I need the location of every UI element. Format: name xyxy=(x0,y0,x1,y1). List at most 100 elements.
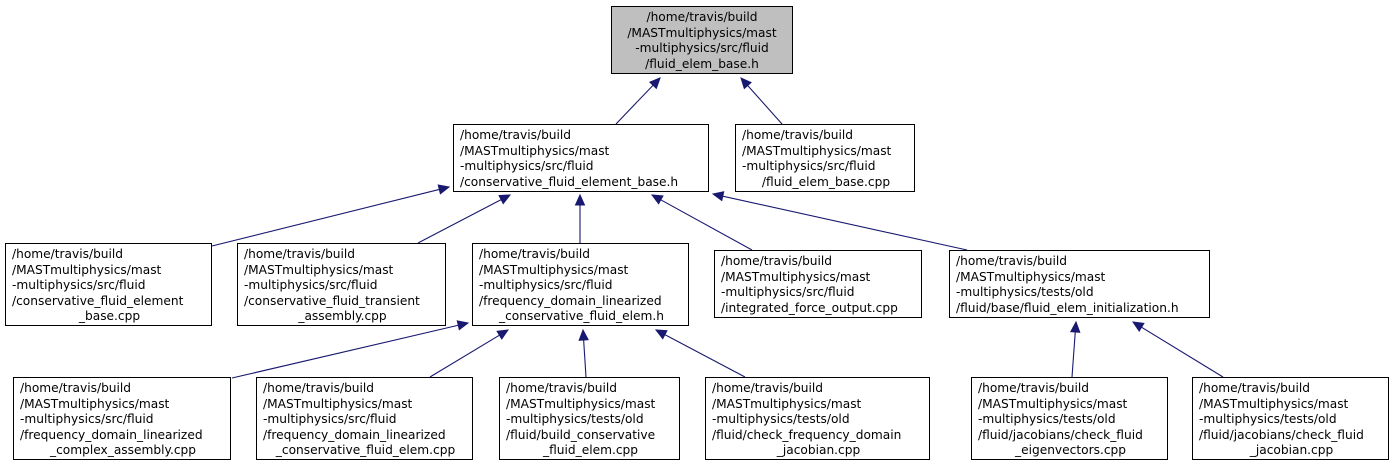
node-line: /MASTmultiphysics/mast xyxy=(956,269,1106,284)
edge-line xyxy=(417,199,502,244)
edge-fdlcfe-h-to-fdlcfe-cpp xyxy=(429,329,510,378)
arrowhead-icon xyxy=(496,329,510,340)
node-line: /fluid/build_conservative xyxy=(506,427,656,442)
edge-root-to-cfeb-h xyxy=(615,77,661,125)
node-check-fluid-jacobian-cpp[interactable]: /home/travis/build /MASTmultiphysics/mas… xyxy=(1192,377,1389,460)
edge-line xyxy=(660,199,753,251)
edge-fdlcfe-h-to-bcfe-cpp xyxy=(578,328,589,378)
node-line: _assembly.cpp xyxy=(298,309,387,324)
edge-root-to-feb-cpp xyxy=(740,77,783,125)
node-line: /conservative_fluid_element_base.h xyxy=(460,174,679,189)
node-line: -multiphysics/tests/old xyxy=(506,412,644,427)
edge-cfeb-h-to-cfta-cpp xyxy=(417,194,512,244)
edge-line xyxy=(1071,331,1076,378)
node-line: /MASTmultiphysics/mast xyxy=(712,396,862,411)
arrowhead-icon xyxy=(456,320,470,331)
node-line: /home/travis/build xyxy=(956,254,1068,268)
node-line: /MASTmultiphysics/mast xyxy=(460,143,610,158)
node-line: _eigenvectors.cpp xyxy=(1015,443,1126,458)
node-line: /home/travis/build xyxy=(712,381,824,395)
node-line: /MASTmultiphysics/mast xyxy=(12,262,162,277)
node-line: /fluid_elem_base.h xyxy=(645,56,759,71)
node-line: /MASTmultiphysics/mast xyxy=(506,396,656,411)
node-line: /conservative_fluid_transient xyxy=(244,293,420,308)
node-line: /frequency_domain_linearized xyxy=(20,427,203,442)
node-line: _fluid_elem.cpp xyxy=(542,443,638,458)
node-line: -multiphysics/src/fluid xyxy=(721,285,855,300)
node-line: /home/travis/build xyxy=(978,381,1090,395)
node-line: /home/travis/build xyxy=(263,381,375,395)
arrowhead-icon xyxy=(650,194,664,205)
node-fluid-elem-initialization-h[interactable]: /home/travis/build /MASTmultiphysics/mas… xyxy=(949,250,1210,318)
node-line: -multiphysics/tests/old xyxy=(978,412,1116,427)
node-frequency-domain-linearized-complex-assembly-cpp[interactable]: /home/travis/build /MASTmultiphysics/mas… xyxy=(13,377,231,460)
edge-line xyxy=(1141,326,1224,378)
node-line: /fluid/jacobians/check_fluid xyxy=(1199,427,1364,442)
node-line: /home/travis/build xyxy=(460,128,572,142)
edge-fdlcfe-h-to-cfdj-cpp xyxy=(654,329,746,378)
node-line: /MASTmultiphysics/mast xyxy=(263,396,413,411)
node-line: /fluid/check_frequency_domain xyxy=(712,427,902,442)
arrowhead-icon xyxy=(711,191,725,202)
node-line: -multiphysics/src/fluid xyxy=(460,159,594,174)
node-line: /home/travis/build xyxy=(12,247,124,261)
arrowhead-icon xyxy=(654,329,668,340)
edge-line xyxy=(583,339,587,378)
edge-line xyxy=(231,324,459,379)
node-line: /home/travis/build xyxy=(742,128,854,142)
node-frequency-domain-linearized-conservative-fluid-elem-h[interactable]: /home/travis/build /MASTmultiphysics/mas… xyxy=(472,243,689,326)
edge-fdlcfe-h-to-fdlca-cpp xyxy=(231,320,470,379)
node-conservative-fluid-transient-assembly-cpp[interactable]: /home/travis/build /MASTmultiphysics/mas… xyxy=(237,243,446,326)
node-check-frequency-domain-jacobian-cpp[interactable]: /home/travis/build /MASTmultiphysics/mas… xyxy=(705,377,930,460)
arrowhead-icon xyxy=(740,77,752,90)
node-line: /MASTmultiphysics/mast xyxy=(479,262,629,277)
node-line: /home/travis/build xyxy=(506,381,618,395)
node-line: /MASTmultiphysics/mast xyxy=(978,396,1128,411)
node-conservative-fluid-element-base-cpp[interactable]: /home/travis/build /MASTmultiphysics/mas… xyxy=(5,243,212,326)
node-conservative-fluid-element-base-h[interactable]: /home/travis/build /MASTmultiphysics/mas… xyxy=(453,124,709,192)
node-line: /conservative_fluid_element xyxy=(12,293,184,308)
node-line: -multiphysics/tests/old xyxy=(956,285,1094,300)
node-line: /MASTmultiphysics/mast xyxy=(20,396,170,411)
edge-cfeb-h-to-cfeb-cpp xyxy=(211,184,451,247)
node-line: /MASTmultiphysics/mast xyxy=(244,262,394,277)
node-fluid-elem-base-cpp[interactable]: /home/travis/build /MASTmultiphysics/mas… xyxy=(735,124,915,192)
arrowhead-icon xyxy=(498,194,512,205)
edge-line xyxy=(747,85,783,125)
node-line: -multiphysics/src/fluid xyxy=(12,278,146,293)
node-line: /fluid/base/fluid_elem_initialization.h xyxy=(956,300,1179,315)
node-line: /home/travis/build xyxy=(244,247,356,261)
node-line: -multiphysics/src/fluid xyxy=(635,41,769,56)
node-line: /MASTmultiphysics/mast xyxy=(627,25,777,40)
node-build-conservative-fluid-elem-cpp[interactable]: /home/travis/build /MASTmultiphysics/mas… xyxy=(499,377,680,460)
node-check-fluid-eigenvectors-cpp[interactable]: /home/travis/build /MASTmultiphysics/mas… xyxy=(971,377,1168,460)
node-frequency-domain-linearized-conservative-fluid-elem-cpp[interactable]: /home/travis/build /MASTmultiphysics/mas… xyxy=(256,377,473,460)
node-line: _base.cpp xyxy=(78,309,141,324)
node-line: /home/travis/build xyxy=(479,247,591,261)
node-line: -multiphysics/src/fluid xyxy=(263,412,397,427)
edge-line xyxy=(722,195,968,251)
node-line: -multiphysics/src/fluid xyxy=(244,278,378,293)
node-line: /home/travis/build xyxy=(20,381,132,395)
node-line: -multiphysics/src/fluid xyxy=(20,412,154,427)
node-line: /home/travis/build xyxy=(646,10,758,24)
edge-cfeb-h-to-fei-h xyxy=(711,191,968,251)
edge-line xyxy=(615,84,654,125)
node-fluid-elem-base-h[interactable]: /home/travis/build /MASTmultiphysics/mas… xyxy=(611,6,793,74)
node-line: -multiphysics/tests/old xyxy=(1199,412,1337,427)
node-integrated-force-output-cpp[interactable]: /home/travis/build /MASTmultiphysics/mas… xyxy=(714,250,922,318)
node-line: -multiphysics/src/fluid xyxy=(479,278,613,293)
node-line: _jacobian.cpp xyxy=(1249,443,1334,458)
node-line: _complex_assembly.cpp xyxy=(49,443,197,458)
arrowhead-icon xyxy=(437,184,451,195)
arrowhead-icon xyxy=(1131,321,1145,332)
arrowhead-icon xyxy=(574,193,586,206)
node-line: _conservative_fluid_elem.h xyxy=(499,309,664,324)
node-line: /fluid_elem_base.cpp xyxy=(761,174,891,189)
node-line: /fluid/jacobians/check_fluid xyxy=(978,427,1143,442)
arrowhead-icon xyxy=(648,77,661,90)
edge-fei-h-to-cfe-cpp xyxy=(1069,320,1081,378)
node-line: /MASTmultiphysics/mast xyxy=(721,269,871,284)
